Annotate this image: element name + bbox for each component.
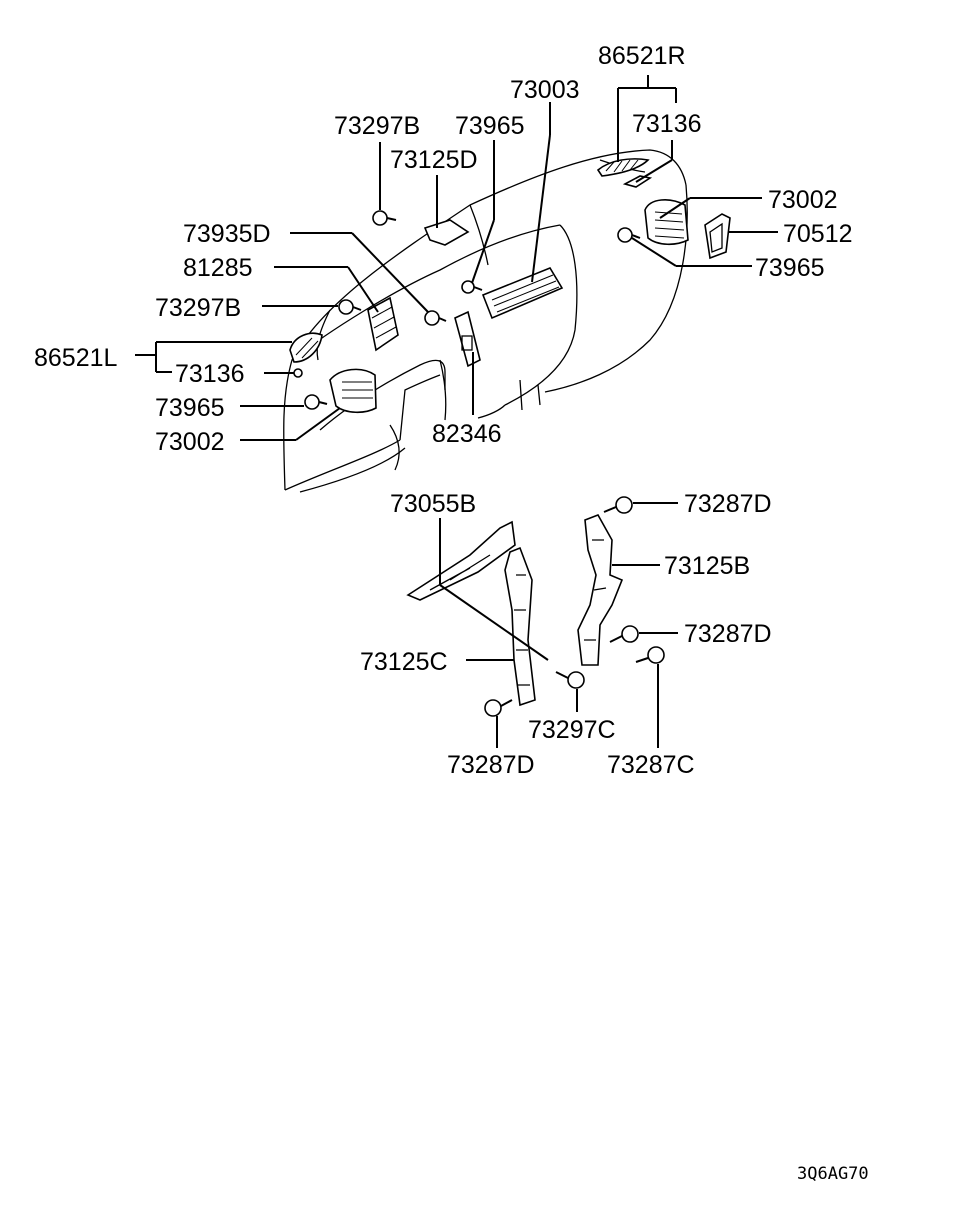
label-86521R: 86521R xyxy=(598,42,686,70)
label-70512: 70512 xyxy=(783,220,853,248)
bolt-73287D-mid xyxy=(609,625,639,643)
label-73125D: 73125D xyxy=(390,146,478,174)
center-bracket xyxy=(454,310,481,368)
label-73965-left: 73965 xyxy=(155,394,225,422)
label-82346: 82346 xyxy=(432,420,502,448)
label-73287D-top: 73287D xyxy=(684,490,772,518)
diagram-code: 3Q6AG70 xyxy=(797,1164,869,1184)
clip-73935D xyxy=(424,310,447,326)
label-73287D-mid: 73287D xyxy=(684,620,772,648)
label-73965-right: 73965 xyxy=(755,254,825,282)
defroster-grille-left xyxy=(289,332,323,363)
clip-73136-left xyxy=(293,368,303,378)
label-73055B: 73055B xyxy=(390,490,476,518)
part-labels: 86521R 73003 73136 73297B 73965 73125D 7… xyxy=(34,42,869,1184)
label-73002-right: 73002 xyxy=(768,186,838,214)
label-73125C: 73125C xyxy=(360,648,448,676)
bolt-73297C xyxy=(555,671,585,689)
duct-grille xyxy=(367,296,399,352)
leader-lines xyxy=(135,75,778,748)
label-73935D: 73935D xyxy=(183,220,271,248)
upper-bracket xyxy=(423,219,470,246)
center-vent xyxy=(481,267,564,320)
bracket-73055B xyxy=(406,520,516,601)
label-73287C: 73287C xyxy=(607,751,695,779)
label-73297B-top: 73297B xyxy=(334,112,420,140)
label-86521L: 86521L xyxy=(34,344,118,372)
clip-73965-left xyxy=(304,394,328,410)
label-73287D-bot: 73287D xyxy=(447,751,535,779)
label-73297C: 73297C xyxy=(528,716,616,744)
clip-73297B-left xyxy=(338,299,362,315)
label-73136-top: 73136 xyxy=(632,110,702,138)
bracket-73125B xyxy=(577,514,624,666)
bolt-73287D-top xyxy=(603,496,633,514)
side-panel-right xyxy=(704,213,731,260)
clip-73297B-top xyxy=(372,210,397,226)
clip-73965-top xyxy=(461,280,483,294)
side-vent-right xyxy=(644,199,689,246)
clip-73965-right xyxy=(617,227,641,243)
bracket-73125C xyxy=(504,546,536,707)
label-73003: 73003 xyxy=(510,76,580,104)
label-73125B: 73125B xyxy=(664,552,750,580)
side-vent-left xyxy=(329,368,377,414)
label-73297B-left: 73297B xyxy=(155,294,241,322)
label-73136-left: 73136 xyxy=(175,360,245,388)
label-73002-left: 73002 xyxy=(155,428,225,456)
label-73965-top: 73965 xyxy=(455,112,525,140)
bolt-73287D-bot xyxy=(484,699,513,717)
bolt-73287C xyxy=(635,646,665,664)
defroster-grille-right xyxy=(596,158,653,188)
label-81285: 81285 xyxy=(183,254,253,282)
